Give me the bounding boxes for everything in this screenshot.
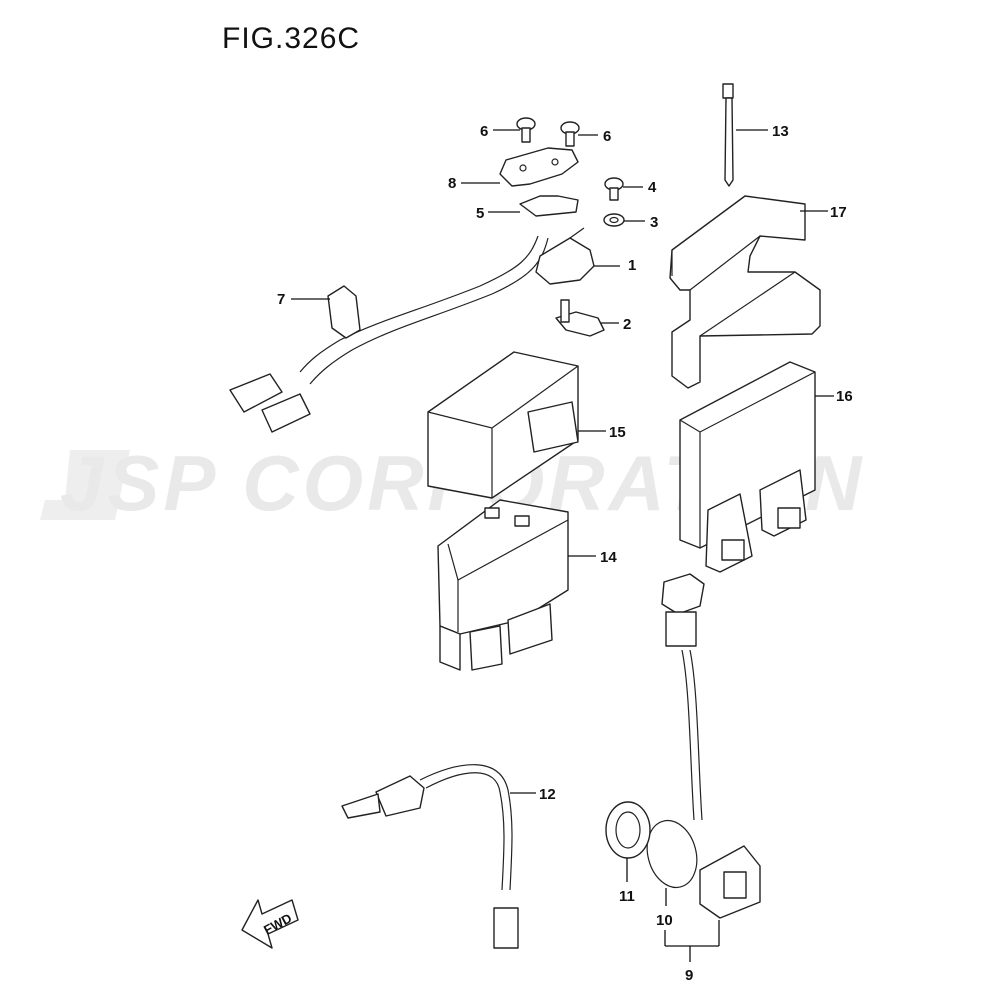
callout-11: 11 bbox=[619, 888, 635, 905]
part-12-harness bbox=[341, 764, 519, 949]
part-1-sensor bbox=[535, 227, 595, 285]
callout-8: 8 bbox=[448, 175, 456, 192]
callout-12: 12 bbox=[539, 786, 556, 803]
callout-17: 17 bbox=[830, 204, 847, 221]
callout-13: 13 bbox=[772, 123, 789, 140]
callout-4: 4 bbox=[648, 179, 657, 196]
part-7-clamp bbox=[327, 285, 361, 339]
part-3-washer bbox=[603, 213, 625, 227]
part-14-regulator bbox=[437, 499, 569, 671]
figure-title: FIG.326C bbox=[222, 22, 361, 55]
part-17-bracket bbox=[669, 195, 821, 389]
part-15-relay bbox=[427, 351, 579, 499]
part-13-cable-tie bbox=[722, 83, 734, 187]
callout-2: 2 bbox=[623, 316, 631, 333]
part-9-harness bbox=[661, 573, 705, 821]
part-16-ecm bbox=[679, 361, 816, 573]
part-9-connector bbox=[699, 845, 761, 919]
callout-16: 16 bbox=[836, 388, 853, 405]
callout-14: 14 bbox=[600, 549, 617, 566]
callout-1: 1 bbox=[628, 257, 636, 274]
callout-9: 9 bbox=[685, 967, 693, 984]
part-4-screw bbox=[604, 177, 624, 201]
part-5-clip bbox=[519, 195, 579, 217]
callout-6-right: 6 bbox=[603, 128, 611, 145]
jsp-logo-icon bbox=[40, 450, 130, 520]
part-6-screw-right bbox=[560, 121, 580, 147]
callout-10: 10 bbox=[656, 912, 673, 929]
callout-15: 15 bbox=[609, 424, 626, 441]
part-2-pin bbox=[555, 299, 605, 337]
leader-lines bbox=[291, 129, 834, 962]
part-8-plate bbox=[499, 147, 579, 187]
part-11-ring bbox=[605, 801, 651, 859]
part-harness bbox=[229, 235, 549, 433]
callout-7: 7 bbox=[277, 291, 285, 308]
part-10-o-ring bbox=[646, 819, 698, 889]
callout-6-left: 6 bbox=[480, 123, 488, 140]
fwd-arrow-icon: FWD bbox=[241, 899, 299, 949]
callout-5: 5 bbox=[476, 205, 484, 222]
callout-3: 3 bbox=[650, 214, 658, 231]
part-6-screw-left bbox=[516, 117, 536, 143]
